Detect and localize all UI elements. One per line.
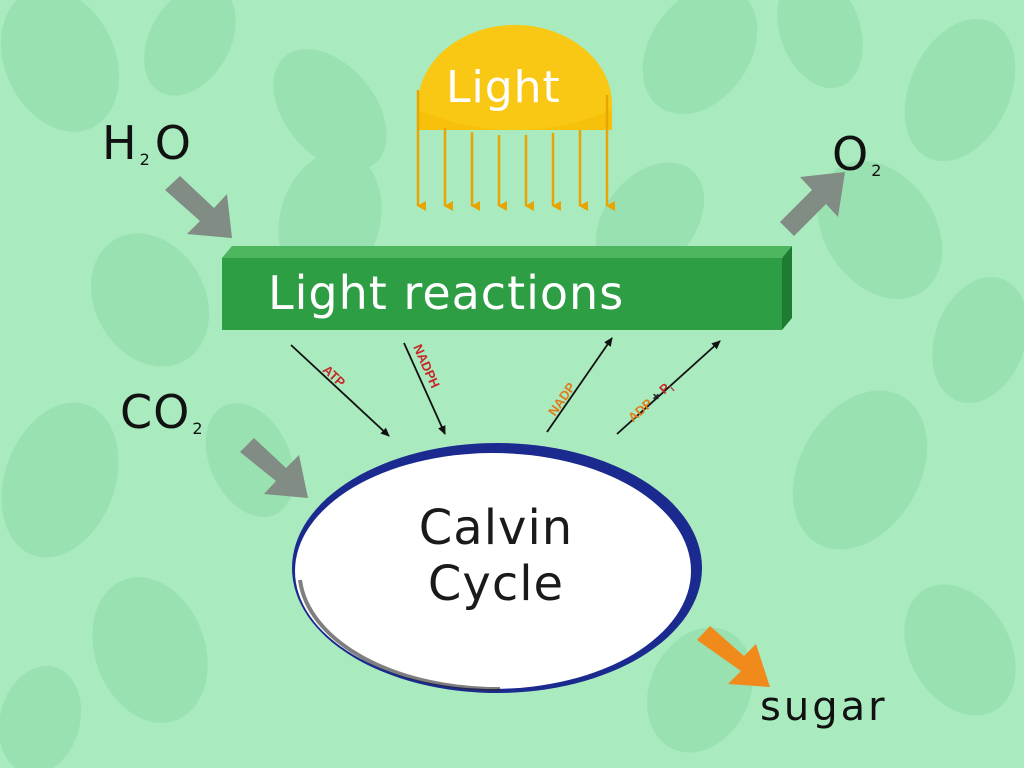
co2-arrow-icon — [240, 438, 308, 498]
calvin-cycle-ellipse — [292, 443, 702, 693]
o2-main: O — [832, 127, 870, 181]
nadp-arrow-icon — [546, 337, 613, 433]
o2-subscript: 2 — [871, 161, 883, 180]
sugar-arrow-icon — [697, 626, 770, 687]
atp-arrow-icon — [290, 344, 390, 437]
light-rays — [416, 90, 615, 211]
molecule-arrows — [290, 337, 721, 437]
light-reactions-label: Light reactions — [268, 266, 625, 320]
co2-subscript: 2 — [192, 419, 204, 438]
h2o-tail: O — [154, 116, 192, 170]
sugar-label: sugar — [760, 684, 888, 730]
adp-arrow-icon — [616, 340, 721, 435]
o2-arrow-icon — [780, 172, 845, 236]
calvin-cycle-label: Calvin Cycle — [366, 500, 626, 612]
co2-main: CO — [120, 385, 191, 439]
h2o-main: H — [102, 116, 138, 170]
calvin-cycle-line2: Cycle — [427, 556, 565, 612]
nadph-arrow-icon — [403, 342, 446, 435]
sun-label: Light — [446, 62, 561, 113]
h2o-subscript: 2 — [139, 150, 151, 169]
light-reactions-box — [222, 246, 792, 330]
sun-icon — [418, 25, 612, 130]
calvin-cycle-line1: Calvin — [418, 500, 574, 556]
h2o-arrow-icon — [165, 176, 232, 238]
